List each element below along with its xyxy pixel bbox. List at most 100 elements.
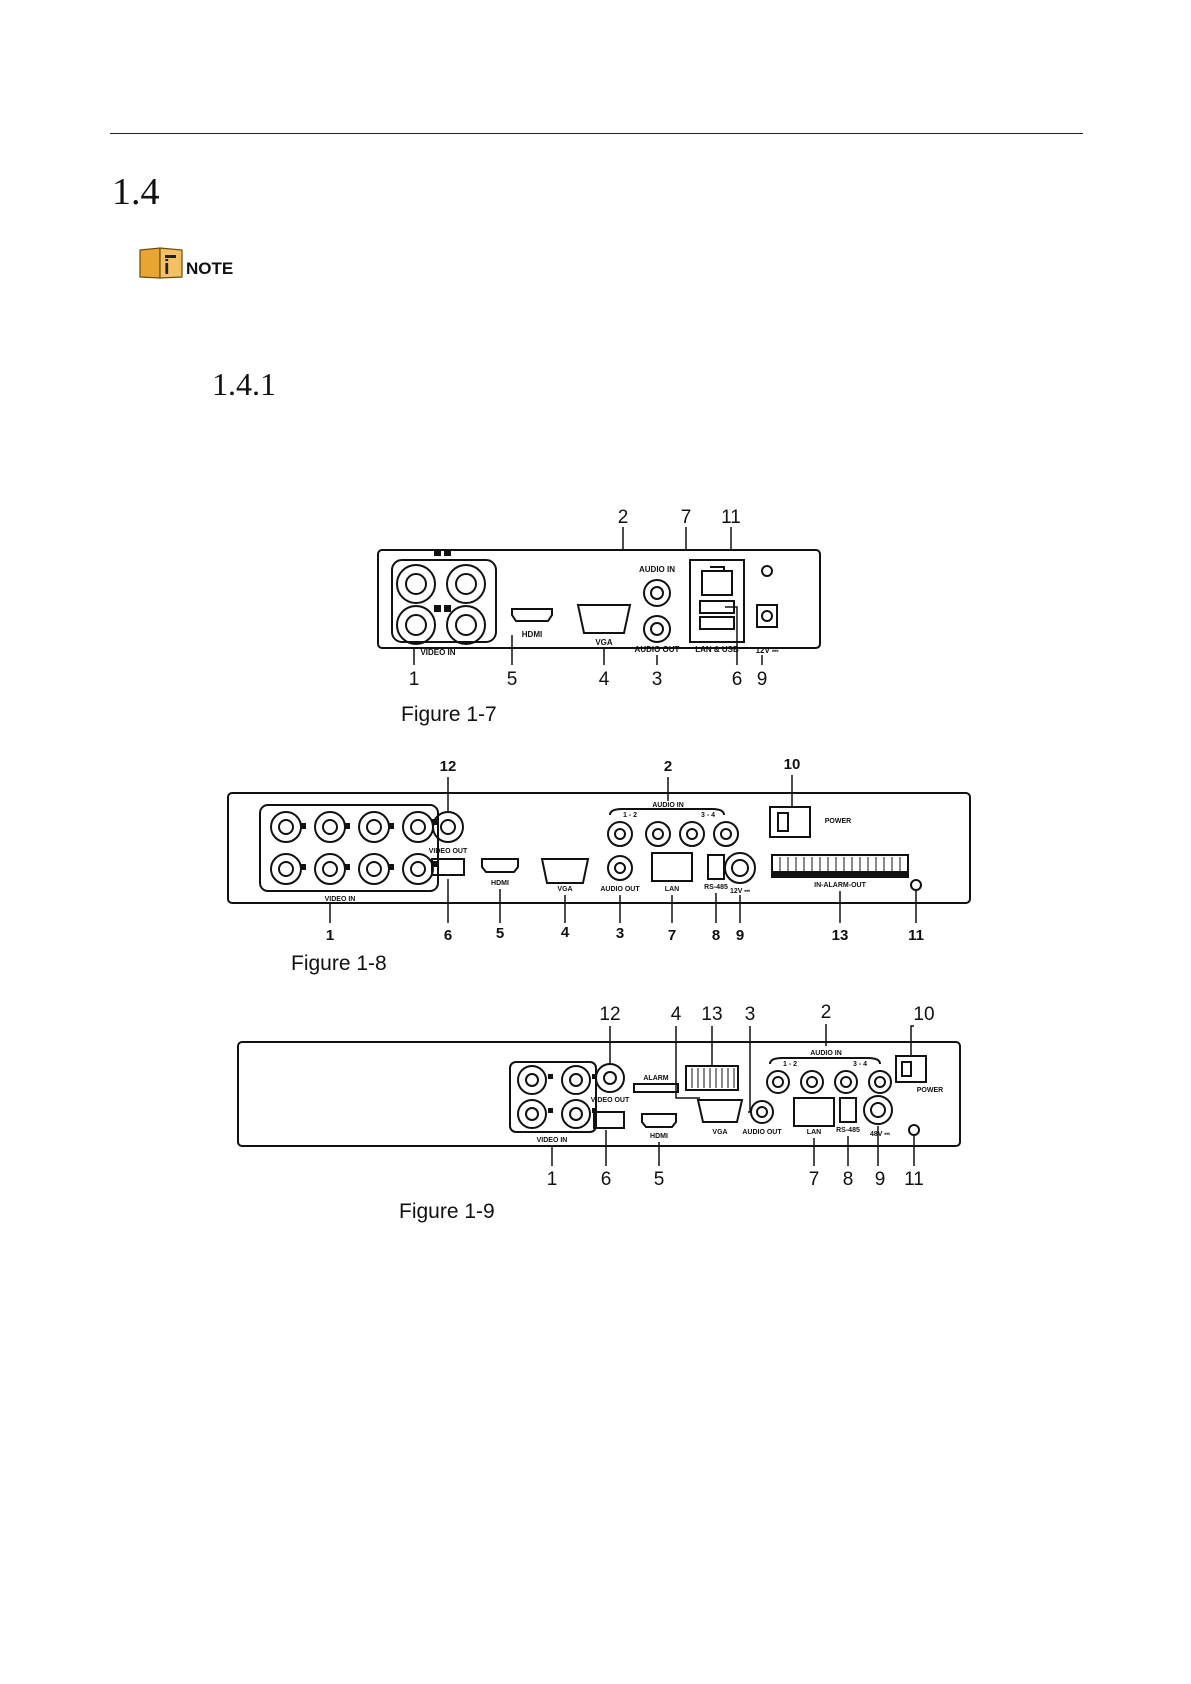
label-power-in: 12V ⎓ (730, 888, 750, 895)
audio-in-jack (643, 579, 671, 607)
callout-label: 8 (712, 927, 720, 944)
label-lan: LAN (807, 1129, 821, 1136)
ground-screw (908, 1124, 920, 1136)
label-hdmi: HDMI (522, 630, 542, 639)
power-connector (863, 1095, 893, 1125)
label-lan-usb: LAN & USB (695, 645, 739, 654)
callout-label: 4 (561, 924, 570, 941)
panel-outline (377, 549, 821, 649)
callout-label: 5 (507, 669, 518, 690)
label-audio-out: AUDIO OUT (600, 886, 640, 893)
label-alarm: ALARM (643, 1075, 668, 1082)
bnc-connector (446, 564, 486, 604)
hdmi-port (641, 1113, 677, 1128)
callout-label: 5 (654, 1169, 665, 1190)
callout-label: 7 (681, 507, 692, 528)
label-video-out: VIDEO OUT (591, 1097, 630, 1104)
label-vga: VGA (712, 1129, 727, 1136)
callout-label: 2 (664, 758, 672, 775)
callout-label: 10 (913, 1004, 934, 1025)
bnc-connector (396, 564, 436, 604)
note-label: NOTE (186, 259, 234, 278)
callout-label: 13 (832, 927, 849, 944)
vga-port (696, 1099, 744, 1123)
label-video-out: VIDEO OUT (429, 848, 468, 855)
label-audio-in: AUDIO IN (652, 802, 684, 809)
audio-in-group: 3 - 4 (701, 812, 715, 819)
figure-1-7-rear-panel: VIDEO IN HDMI VGA AUDIO IN AUDIO OUT LAN… (377, 507, 821, 690)
label-video-in: VIDEO IN (537, 1137, 568, 1144)
video-in-group (391, 559, 497, 643)
callout-label: 13 (701, 1004, 722, 1025)
callout-label: 12 (599, 1004, 620, 1025)
alarm-terminal-block (685, 1065, 739, 1091)
callout-label: 2 (821, 1002, 832, 1023)
section-heading: 1.4 (112, 171, 160, 213)
note-icon: i (139, 247, 183, 279)
alarm-terminal-small (633, 1083, 679, 1093)
label-hdmi: HDMI (650, 1133, 668, 1140)
label-power-in: 48V ⎓ (870, 1131, 890, 1138)
callout-label: 6 (732, 669, 743, 690)
callout-label: 1 (547, 1169, 558, 1190)
callout-label: 8 (843, 1169, 854, 1190)
audio-out-jack (643, 615, 671, 643)
video-in-group (259, 804, 439, 892)
callout-label: 7 (809, 1169, 820, 1190)
callout-label: 9 (757, 669, 768, 690)
callout-label: 3 (652, 669, 663, 690)
usb-port (593, 1111, 625, 1129)
callout-label: 11 (721, 507, 741, 528)
label-rs485: RS-485 (836, 1127, 860, 1134)
callout-label: 11 (908, 927, 924, 944)
video-out-bnc (432, 811, 464, 843)
power-din-port (724, 852, 756, 884)
callout-label: 2 (618, 507, 629, 528)
callout-label: 6 (601, 1169, 612, 1190)
figure-caption: Figure 1-8 (291, 952, 387, 975)
callout-label: 4 (671, 1004, 682, 1025)
vga-port (540, 858, 590, 884)
usb-port (699, 616, 735, 630)
callout-label: 10 (784, 756, 801, 773)
audio-out-jack (750, 1100, 774, 1124)
callout-label: 11 (904, 1169, 924, 1190)
callout-label: 1 (409, 669, 420, 690)
label-hdmi: HDMI (491, 880, 509, 887)
label-audio-out: AUDIO OUT (635, 645, 680, 654)
panel-outline (237, 1041, 961, 1147)
audio-in-group: 1 - 2 (623, 812, 637, 819)
figure-1-8-rear-panel: VIDEO IN VIDEO OUT HDMI VGA AUDIO IN 1 -… (227, 756, 971, 944)
audio-in-group: 1 - 2 (783, 1061, 797, 1068)
callout-label: 6 (444, 927, 452, 944)
subsection-heading: 1.4.1 (212, 366, 276, 402)
ground-screw (761, 565, 773, 577)
callout-label: 9 (875, 1169, 886, 1190)
label-lan: LAN (665, 886, 679, 893)
hdmi-port (481, 858, 519, 873)
figure-caption: Figure 1-9 (399, 1200, 495, 1223)
lan-port (651, 852, 693, 882)
lan-port (701, 566, 733, 596)
lan-usb-group (689, 559, 745, 643)
svg-text:i: i (164, 257, 170, 279)
figure-1-9-rear-panel: VIDEO IN VIDEO OUT ALARM HDMI VGA AUDIO … (237, 1002, 961, 1190)
label-vga: VGA (557, 886, 572, 893)
vga-port (576, 604, 632, 634)
callout-label: 7 (668, 927, 676, 944)
label-video-in: VIDEO IN (420, 648, 455, 657)
note-block: i NOTE (138, 246, 233, 280)
lan-port (793, 1097, 835, 1127)
video-in-group (509, 1061, 597, 1133)
label-power-switch: POWER (825, 818, 851, 825)
label-audio-in: AUDIO IN (639, 565, 675, 574)
ground-screw (910, 879, 922, 891)
video-out-bnc (595, 1063, 625, 1093)
figure-caption: Figure 1-7 (401, 703, 497, 726)
label-audio-out: AUDIO OUT (742, 1129, 782, 1136)
power-jack (756, 604, 778, 628)
label-alarm: IN-ALARM-OUT (814, 882, 866, 889)
audio-in-group: 3 - 4 (853, 1061, 867, 1068)
label-power-switch: POWER (917, 1087, 943, 1094)
callout-label: 3 (616, 925, 624, 942)
